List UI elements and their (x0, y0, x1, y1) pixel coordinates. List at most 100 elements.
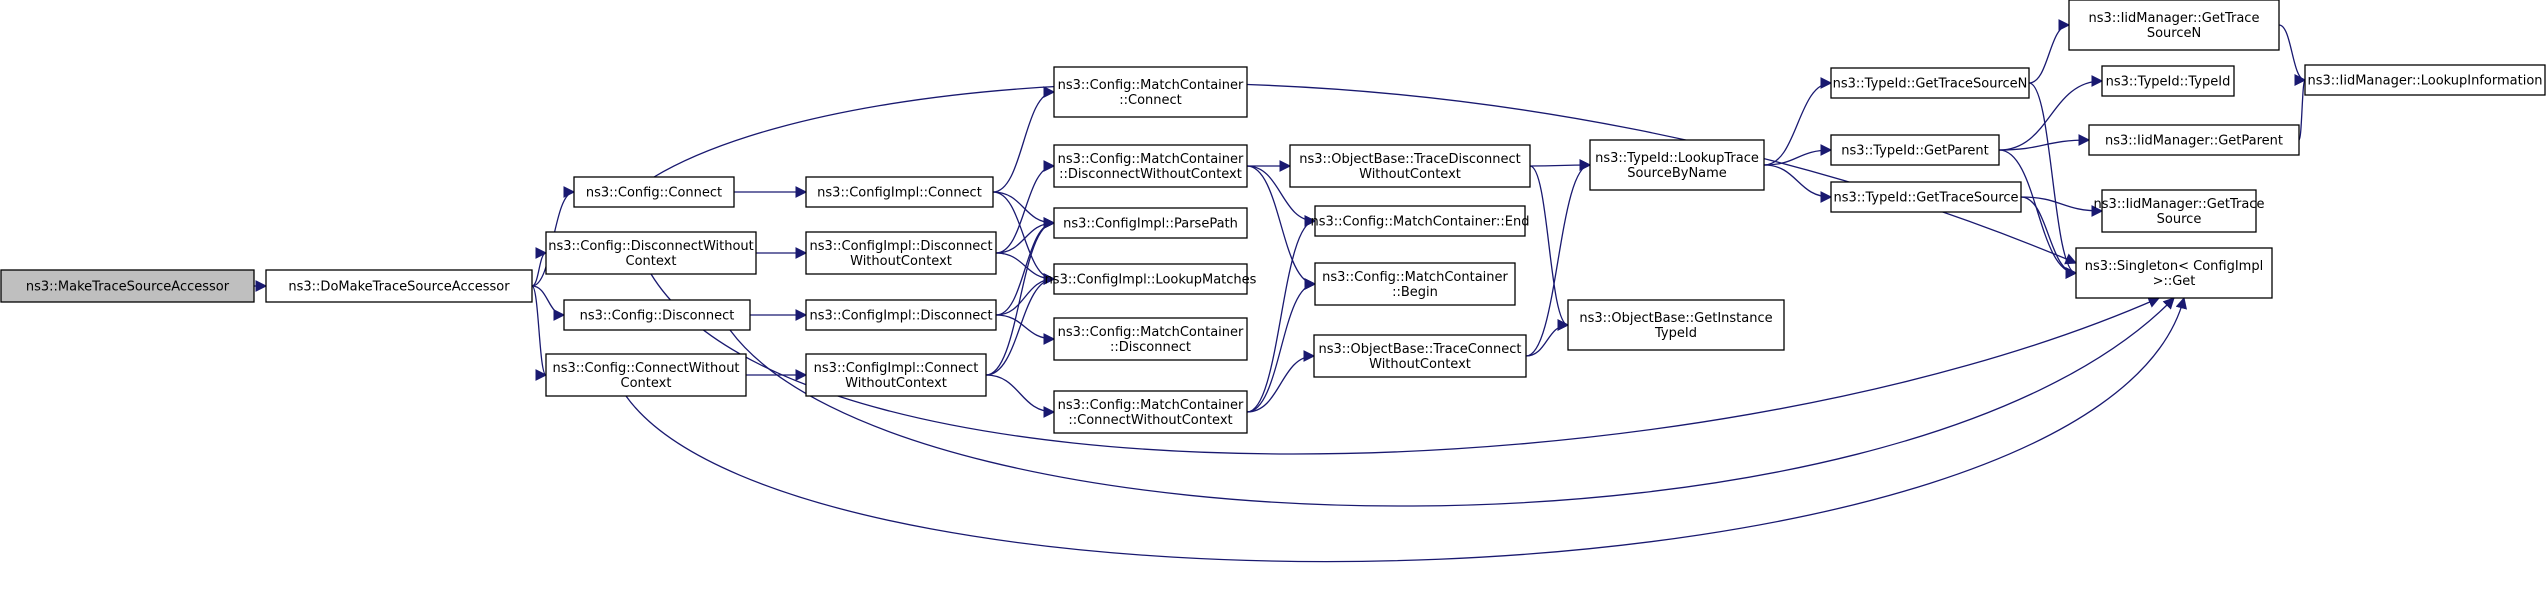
graph-node-n23[interactable]: ns3::TypeId::GetParent (1830, 134, 2000, 166)
node-box (1289, 144, 1531, 188)
graph-node-n7[interactable]: ns3::ConfigImpl::DisconnectWithoutContex… (805, 231, 997, 275)
node-label: Context (621, 376, 672, 391)
graph-node-n8[interactable]: ns3::ConfigImpl::Disconnect (805, 299, 997, 331)
edge-line (729, 297, 2175, 507)
graph-node-n19[interactable]: ns3::ObjectBase::TraceConnectWithoutCont… (1313, 334, 1527, 378)
graph-node-n24[interactable]: ns3::TypeId::GetTraceSource (1830, 181, 2022, 213)
node-label: ns3::Config::MatchContainer (1058, 78, 1244, 93)
edge-line (995, 314, 1056, 345)
graph-node-n27[interactable]: ns3::IidManager::GetParent (2088, 124, 2300, 156)
node-label: ns3::Singleton< ConfigImpl (2085, 259, 2263, 274)
graph-edge-n19-n20 (1525, 159, 1592, 357)
edges-layer (253, 19, 2307, 563)
node-box (1314, 262, 1516, 306)
node-label: ns3::TypeId::GetTraceSourceN (1833, 77, 2028, 92)
node-label: ns3::IidManager::GetParent (2105, 134, 2283, 149)
graph-edge-n8-n14 (995, 314, 1056, 345)
node-box (2075, 247, 2273, 299)
node-label: ns3::MakeTraceSourceAccessor (26, 280, 230, 295)
graph-node-n14[interactable]: ns3::Config::MatchContainer::Disconnect (1053, 317, 1248, 361)
edge-line (1998, 149, 2078, 279)
node-box (805, 353, 987, 397)
graph-edge-n9-n15 (985, 374, 1056, 418)
graph-node-n10[interactable]: ns3::Config::MatchContainer::Connect (1053, 66, 1248, 118)
node-label: ns3::TypeId::LookupTrace (1595, 151, 1759, 166)
node-label: ns3::Config::MatchContainer::End (1311, 215, 1530, 230)
edge-line (992, 191, 1056, 285)
edge-line (531, 247, 548, 287)
node-label: ns3::DoMakeTraceSourceAccessor (288, 280, 510, 295)
graph-node-n2[interactable]: ns3::Config::Connect (573, 176, 735, 208)
node-label: ns3::ConfigImpl::LookupMatches (1045, 273, 1257, 288)
node-box (1830, 134, 2000, 166)
edge-line (531, 285, 566, 321)
node-label: ::ConnectWithoutContext (1068, 413, 1232, 428)
node-box (1830, 67, 2030, 99)
graph-node-n0[interactable]: ns3::MakeTraceSourceAccessor (0, 269, 255, 303)
graph-node-n25[interactable]: ns3::IidManager::GetTraceSourceN (2068, 0, 2280, 51)
node-label: ns3::IidManager::LookupInformation (2307, 74, 2542, 89)
node-label: WithoutContext (845, 376, 947, 391)
node-box (563, 299, 751, 331)
graph-node-n18[interactable]: ns3::Config::MatchContainer::Begin (1314, 262, 1516, 306)
graph-node-n12[interactable]: ns3::ConfigImpl::ParsePath (1053, 207, 1248, 239)
graph-edge-n9-n12 (985, 217, 1056, 376)
node-label: WithoutContext (1359, 167, 1461, 182)
edge-line (1763, 164, 1833, 203)
node-label: ns3::IidManager::GetTrace (2094, 197, 2265, 212)
graph-edge-n15-n19 (1246, 350, 1316, 413)
graph-node-n15[interactable]: ns3::Config::MatchContainer::ConnectWith… (1053, 390, 1248, 434)
node-box (2101, 189, 2257, 233)
node-label: SourceN (2147, 26, 2201, 41)
graph-edge-n20-n24 (1763, 164, 1833, 203)
node-box (805, 299, 997, 331)
node-box (2088, 124, 2300, 156)
node-label: ::Begin (1392, 285, 1438, 300)
graph-node-n13[interactable]: ns3::ConfigImpl::LookupMatches (1045, 263, 1257, 295)
graph-node-n16[interactable]: ns3::ObjectBase::TraceDisconnectWithoutC… (1289, 144, 1531, 188)
graph-node-n9[interactable]: ns3::ConfigImpl::ConnectWithoutContext (805, 353, 987, 397)
graph-node-n11[interactable]: ns3::Config::MatchContainer::DisconnectW… (1053, 144, 1248, 188)
node-label: ns3::Config::ConnectWithout (552, 361, 739, 376)
graph-node-n5[interactable]: ns3::Config::ConnectWithoutContext (545, 353, 747, 397)
graph-node-n4[interactable]: ns3::Config::Disconnect (563, 299, 751, 331)
node-label: TypeId (1654, 326, 1697, 341)
graph-edge-n6-n13 (992, 191, 1056, 285)
edge-line (1246, 350, 1316, 413)
graph-node-n30[interactable]: ns3::IidManager::LookupInformation (2304, 64, 2546, 96)
edge-line (531, 285, 548, 381)
graph-node-n22[interactable]: ns3::TypeId::GetTraceSourceN (1830, 67, 2030, 99)
node-label: ::DisconnectWithoutContext (1059, 167, 1242, 182)
node-label: ns3::Config::Connect (586, 186, 722, 201)
graph-node-n3[interactable]: ns3::Config::DisconnectWithoutContext (545, 231, 757, 275)
graph-node-n28[interactable]: ns3::IidManager::GetTraceSource (2094, 189, 2265, 233)
graph-edge-n1-n3 (531, 247, 548, 287)
node-label: SourceByName (1627, 166, 1727, 181)
edge-line (992, 191, 1056, 229)
graph-node-n6[interactable]: ns3::ConfigImpl::Connect (805, 176, 994, 208)
graph-edge-n23-n29 (1998, 149, 2078, 279)
graph-node-n17[interactable]: ns3::Config::MatchContainer::End (1311, 205, 1530, 237)
node-label: ns3::Config::DisconnectWithout (548, 239, 754, 254)
node-box (573, 176, 735, 208)
edge-line (2020, 196, 2078, 279)
node-box (805, 231, 997, 275)
graph-node-n1[interactable]: ns3::DoMakeTraceSourceAccessor (265, 269, 533, 303)
edge-line (1529, 165, 1570, 331)
edge-line (1529, 159, 1592, 171)
graph-edge-n5-n29 (625, 296, 2187, 563)
node-box (545, 231, 757, 275)
node-label: ns3::ConfigImpl::Disconnect (809, 309, 992, 324)
graph-edge-n16-n21 (1529, 165, 1570, 331)
edge-line (1246, 278, 1317, 413)
node-box (1567, 299, 1785, 351)
edge-line (2028, 82, 2078, 279)
graph-node-n26[interactable]: ns3::TypeId::TypeId (2101, 65, 2235, 97)
graph-edge-n24-n29 (2020, 196, 2078, 279)
node-label: ns3::Config::MatchContainer (1058, 325, 1244, 340)
graph-node-n29[interactable]: ns3::Singleton< ConfigImpl >::Get (2075, 247, 2273, 299)
node-box (1313, 334, 1527, 378)
node-label: ::Disconnect (1110, 340, 1191, 355)
